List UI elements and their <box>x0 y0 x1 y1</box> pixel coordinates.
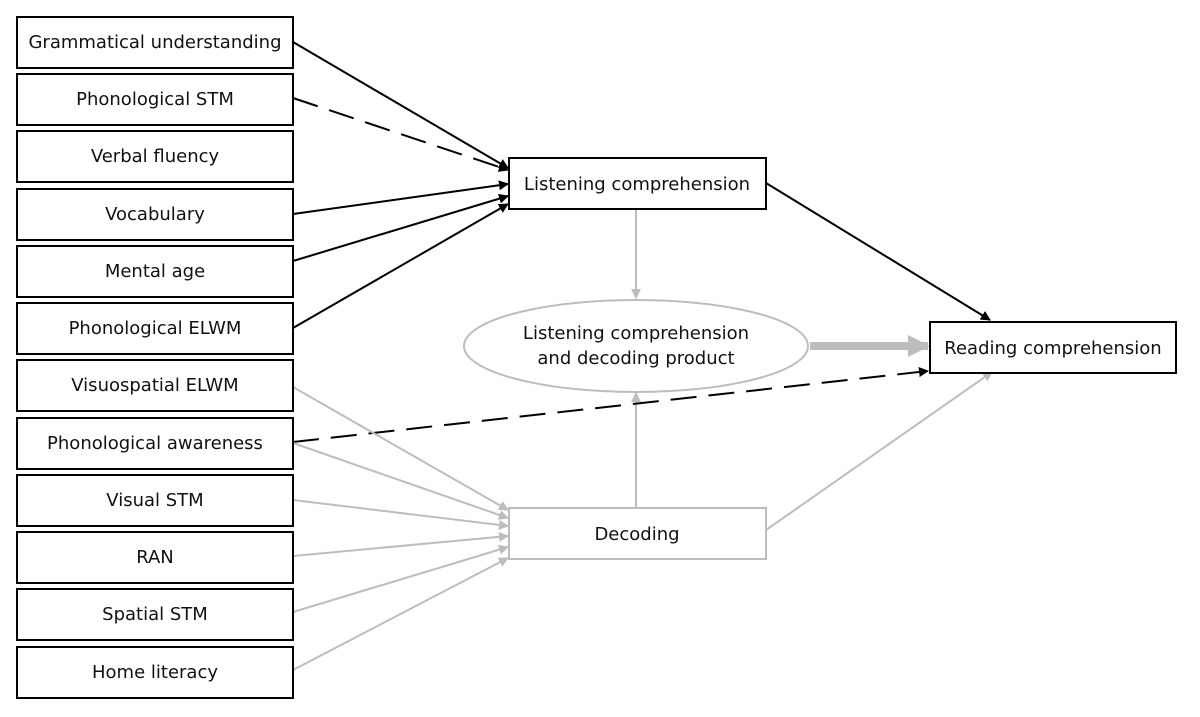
path-visual-stm-to-decoding <box>292 499 509 530</box>
path-decoding-to-reading <box>765 371 993 531</box>
path-phonological-awareness-to-decoding <box>292 442 509 520</box>
predictor-visuospatial-elwm: Visuospatial ELWM <box>16 359 294 412</box>
path-listening-to-reading <box>765 182 991 321</box>
predictor-label: Phonological ELWM <box>69 318 242 339</box>
path-vocabulary-to-listening <box>292 180 509 215</box>
predictor-verbal-fluency: Verbal fluency <box>16 130 294 183</box>
path-home-literacy-to-decoding <box>292 557 509 671</box>
path-visuospatial-elwm-to-decoding <box>292 386 509 511</box>
path-grammatical-to-listening <box>292 41 509 169</box>
predictor-label: Vocabulary <box>105 204 205 225</box>
reading-comprehension-node: Reading comprehension <box>929 321 1177 374</box>
predictor-label: RAN <box>136 547 174 568</box>
path-phonological-awareness-to-reading <box>292 367 929 443</box>
path-spatial-stm-to-decoding <box>292 544 509 613</box>
predictor-spatial-stm: Spatial STM <box>16 588 294 641</box>
predictor-visual-stm: Visual STM <box>16 474 294 527</box>
path-mental-age-to-listening <box>292 193 509 262</box>
predictor-label: Spatial STM <box>102 604 208 625</box>
product-label-line2: and decoding product <box>537 348 734 369</box>
predictor-home-literacy: Home literacy <box>16 646 294 699</box>
predictor-ran: RAN <box>16 531 294 584</box>
predictor-label: Phonological awareness <box>47 433 263 454</box>
reading-comprehension-label: Reading comprehension <box>944 338 1161 359</box>
path-phonological-stm-to-listening <box>292 97 509 172</box>
decoding-label: Decoding <box>594 524 679 545</box>
predictor-label: Verbal fluency <box>91 146 220 167</box>
predictor-mental-age: Mental age <box>16 245 294 298</box>
predictor-label: Grammatical understanding <box>28 32 281 53</box>
listening-comprehension-label: Listening comprehension <box>524 174 750 195</box>
predictor-phonological-stm: Phonological STM <box>16 73 294 126</box>
path-ran-to-decoding <box>292 531 509 557</box>
path-phonological-elwm-to-listening <box>292 203 509 329</box>
predictor-label: Mental age <box>105 261 205 282</box>
predictor-vocabulary: Vocabulary <box>16 188 294 241</box>
predictor-label: Visual STM <box>106 490 203 511</box>
predictor-grammatical-understanding: Grammatical understanding <box>16 16 294 69</box>
predictor-label: Visuospatial ELWM <box>71 375 238 396</box>
decoding-node: Decoding <box>508 507 767 560</box>
predictor-phonological-elwm: Phonological ELWM <box>16 302 294 355</box>
product-label-line1: Listening comprehension <box>523 323 749 344</box>
predictor-label: Phonological STM <box>76 89 234 110</box>
product-node: Listening comprehension and decoding pro… <box>463 299 809 393</box>
predictor-boxes: Grammatical understanding Phonological S… <box>16 16 294 699</box>
predictor-phonological-awareness: Phonological awareness <box>16 417 294 470</box>
listening-comprehension-node: Listening comprehension <box>508 157 767 210</box>
predictor-label: Home literacy <box>92 662 218 683</box>
